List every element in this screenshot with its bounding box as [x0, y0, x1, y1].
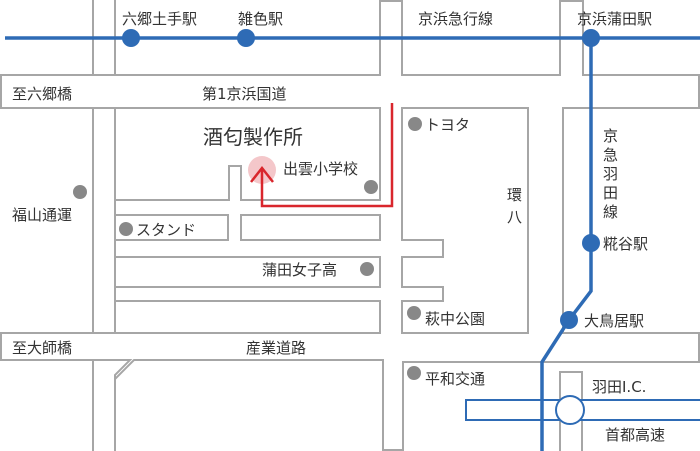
label-hagi-park: 萩中公園	[425, 310, 485, 328]
label-keihin-kyuko: 京浜急行線	[418, 10, 493, 28]
block	[0, 107, 94, 334]
block	[114, 214, 229, 241]
poi-izumo-dot	[364, 180, 378, 194]
route-arrow-icon	[250, 165, 274, 183]
label-shuto: 首都高速	[605, 426, 665, 444]
label-kanpachi-2: 八	[507, 208, 522, 226]
station-kojiya-marker	[582, 234, 600, 252]
label-kuko-char: 京	[603, 127, 618, 145]
label-otorii: 大鳥居駅	[584, 312, 644, 330]
label-zoshiki: 雑色駅	[238, 10, 283, 28]
poi-stand-dot	[119, 222, 133, 236]
label-izumo: 出雲小学校	[283, 160, 358, 178]
block	[401, 107, 529, 334]
destination-label: 酒匂製作所	[203, 125, 303, 149]
poi-kamata-girls-dot	[360, 262, 374, 276]
poi-hagi-park-dot	[407, 306, 421, 320]
block	[114, 359, 384, 451]
label-kuko-char: 急	[603, 146, 618, 164]
block	[114, 256, 381, 288]
label-keikyu-kamata: 京浜蒲田駅	[577, 10, 652, 28]
label-kuko-line: 京 急 羽 田 線	[603, 127, 618, 221]
block	[0, 359, 94, 451]
label-kojiya: 糀谷駅	[603, 235, 648, 253]
label-sangyo-road: 産業道路	[246, 339, 306, 357]
station-otorii-marker	[560, 311, 578, 329]
label-rokugodote: 六郷土手駅	[122, 10, 197, 28]
block	[114, 107, 381, 201]
label-fukuyama: 福山通運	[12, 206, 72, 224]
block	[240, 214, 381, 241]
label-to-rokugo: 至六郷橋	[12, 85, 72, 103]
poi-toyota-dot	[408, 117, 422, 131]
label-national-road: 第1京浜国道	[202, 85, 287, 103]
poi-heiwa-dot	[407, 366, 421, 380]
label-kuko-char: 羽	[603, 165, 618, 183]
label-toyota: トヨタ	[425, 116, 470, 134]
poi-fukuyama-dot	[73, 185, 87, 199]
station-keikyu-kamata-marker	[582, 29, 600, 47]
label-kuko-char: 田	[603, 184, 618, 202]
station-zoshiki-marker	[237, 29, 255, 47]
station-rokugodote-marker	[122, 29, 140, 47]
label-kanpachi-1: 環	[507, 186, 522, 204]
route-line	[260, 103, 394, 208]
label-kuko-char: 線	[603, 203, 618, 221]
label-kamata-girls: 蒲田女子高	[262, 261, 337, 279]
label-heiwa: 平和交通	[425, 370, 485, 388]
label-to-daishi: 至大師橋	[12, 339, 72, 357]
label-haneda-ic: 羽田I.C.	[592, 378, 646, 396]
block	[114, 300, 381, 334]
haneda-ic-marker	[555, 395, 585, 425]
label-stand: スタンド	[136, 221, 196, 239]
block	[92, 107, 116, 334]
